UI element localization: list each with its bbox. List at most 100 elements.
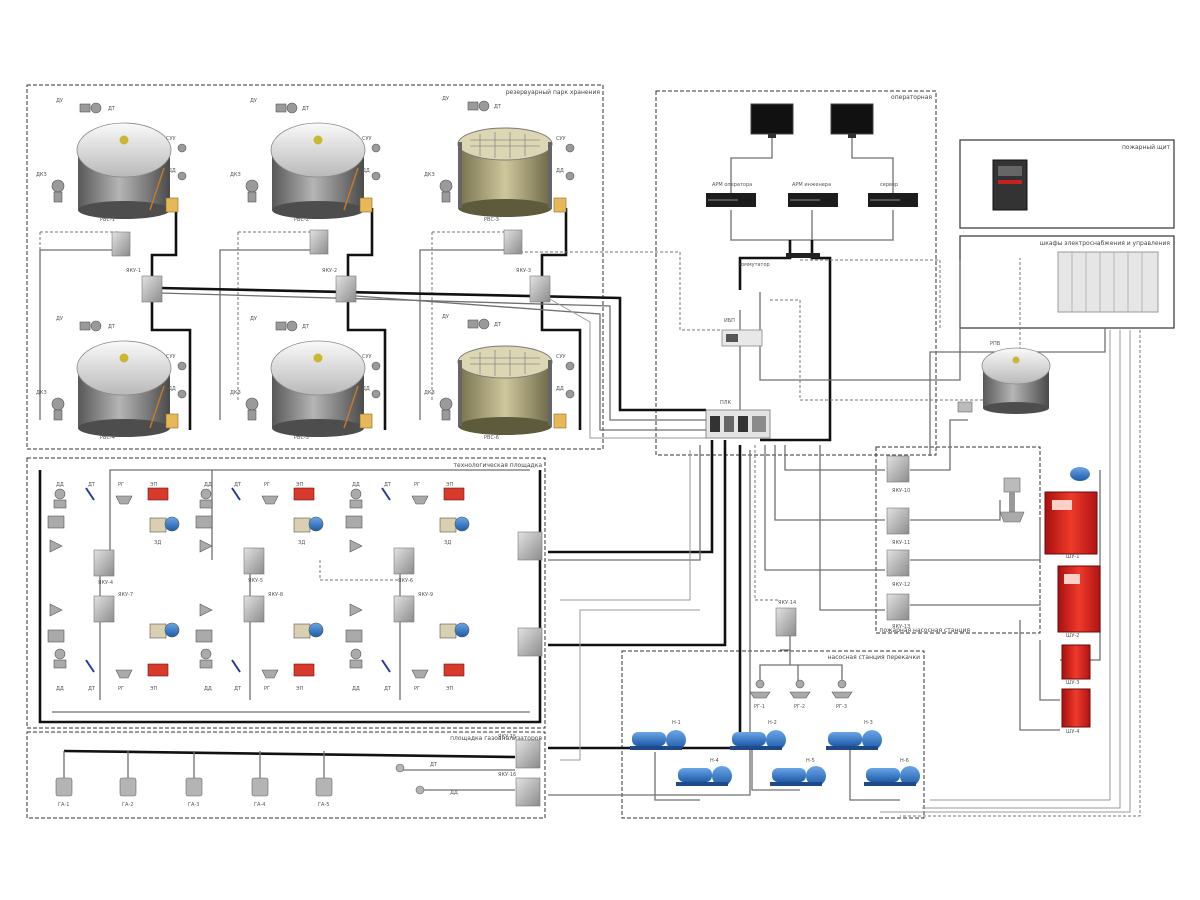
flow-meter-label: РГ-1 bbox=[754, 704, 765, 710]
pump-icon bbox=[630, 730, 686, 750]
junction-label: ЯКУ-11 bbox=[892, 540, 910, 546]
flow-meter-icon bbox=[199, 648, 213, 669]
switch-label: коммутатор bbox=[738, 262, 770, 268]
diagram-label: СУУ bbox=[556, 136, 566, 142]
diagram-label: ДТ bbox=[234, 686, 242, 692]
sensor-probe-icon bbox=[381, 659, 391, 673]
switch-icon bbox=[349, 603, 363, 617]
storage-tank-1 bbox=[76, 122, 172, 219]
tank-label: РВС-1 bbox=[100, 217, 115, 223]
flow-meter-label: РГ-2 bbox=[794, 704, 805, 710]
junction-label: ЯКУ-1 bbox=[126, 268, 141, 274]
tank-instruments bbox=[51, 100, 575, 421]
fire-pump-station-title: пожарная насосная станция bbox=[879, 627, 970, 634]
storage-tank-4 bbox=[76, 340, 172, 437]
cabling bbox=[38, 138, 1141, 817]
sensor-probe-icon bbox=[231, 659, 241, 673]
diagram-label: ДУ bbox=[250, 98, 257, 104]
temperature-sensor-icon bbox=[177, 143, 187, 181]
pump-label: Н-6 bbox=[900, 758, 909, 764]
junction-box-icon bbox=[243, 547, 265, 575]
pump-label: Н-4 bbox=[710, 758, 719, 764]
flow-meters bbox=[749, 679, 853, 699]
actuator-icon bbox=[149, 622, 180, 639]
pump-label: Н-3 bbox=[864, 720, 873, 726]
level-gauge-icon bbox=[467, 318, 490, 330]
junction-box-icon bbox=[393, 547, 415, 575]
sensor-probe-icon bbox=[85, 659, 95, 673]
junction-label: ЯКУ-16 bbox=[498, 772, 516, 778]
monitor-icon bbox=[750, 103, 794, 138]
diagram-label: ДКЗ bbox=[36, 172, 47, 178]
valve-icon bbox=[443, 487, 465, 501]
flow-meter-icon bbox=[53, 648, 67, 669]
terminal-box-icon bbox=[553, 413, 567, 429]
diagram-label: РГ bbox=[118, 686, 124, 692]
monitor-icon bbox=[830, 103, 874, 138]
junction-box-icon bbox=[503, 229, 523, 255]
diagram-label: ДД bbox=[556, 386, 564, 392]
pump-station-title: насосная станция перекачки bbox=[828, 654, 920, 661]
terminal-box-icon bbox=[165, 197, 179, 213]
process-instruments bbox=[47, 487, 470, 679]
gas-detector-label: ГА-1 bbox=[58, 802, 69, 808]
diagram-label: ЭП bbox=[296, 482, 303, 488]
pump-label: Н-2 bbox=[768, 720, 777, 726]
diagram-label: ДТ bbox=[384, 686, 392, 692]
level-switch-icon bbox=[957, 401, 973, 413]
ground-area-title: площадка газоанализаторов bbox=[450, 735, 542, 742]
junction-label: ЯКУ-7 bbox=[118, 592, 133, 598]
flow-element-icon bbox=[411, 495, 429, 505]
flow-meter-icon bbox=[199, 488, 213, 509]
switch-icon bbox=[199, 603, 213, 617]
pump-icon bbox=[730, 730, 786, 750]
diagram-label: ДТ bbox=[88, 686, 96, 692]
fire-control-cabinet-icon bbox=[1061, 644, 1091, 680]
flow-meter-icon bbox=[749, 679, 771, 699]
junction-box-icon bbox=[393, 595, 415, 623]
flow-meter-label: РГ-3 bbox=[836, 704, 847, 710]
fire-panel-label: ШУ-4 bbox=[1066, 729, 1079, 735]
junction-box-icon bbox=[243, 595, 265, 623]
diagram-label: ДТ bbox=[108, 324, 116, 330]
diagram-label: ЭП bbox=[446, 482, 453, 488]
level-gauge-icon bbox=[467, 100, 490, 112]
pump-icon bbox=[770, 766, 826, 786]
motor-icon bbox=[1070, 467, 1090, 481]
plc-controller-icon bbox=[705, 409, 771, 439]
junction-label: ЯКУ-3 bbox=[516, 268, 531, 274]
junction-label: ЯКУ-10 bbox=[892, 488, 910, 494]
actuator-icon bbox=[439, 622, 470, 639]
diagram-label: ДД bbox=[56, 686, 64, 692]
gas-detector-icon bbox=[315, 777, 333, 797]
valve-icon bbox=[443, 663, 465, 677]
tank-label: РВС-3 bbox=[484, 217, 499, 223]
tank-label: РВС-4 bbox=[100, 435, 115, 441]
diagram-label: ДД bbox=[352, 482, 360, 488]
pressure-sensor-icon bbox=[415, 785, 425, 795]
sensor-label: ДТ bbox=[430, 762, 438, 768]
storage-tank-2 bbox=[270, 122, 366, 219]
gas-detector-icon bbox=[55, 777, 73, 797]
terminal-box-icon bbox=[553, 197, 567, 213]
gas-detector-icon bbox=[185, 777, 203, 797]
diagram-label: ДТ bbox=[108, 106, 116, 112]
tank-sensor-labels: ДУ ДТ СУУ ДД ДКЗ ДУ ДТ СУУ ДД ДКЗ ДУ ДТ … bbox=[36, 96, 566, 396]
diagram-label: ДУ bbox=[56, 98, 63, 104]
sensor-label: ДД bbox=[450, 790, 458, 796]
diagram-label: ДТ bbox=[234, 482, 242, 488]
diagram-label: СУУ bbox=[556, 354, 566, 360]
pump-units bbox=[630, 730, 920, 786]
operator-room-title: операторная bbox=[891, 94, 932, 101]
diagram-label: РГ bbox=[118, 482, 124, 488]
pump-label: Н-5 bbox=[806, 758, 815, 764]
terminal-box-icon bbox=[359, 197, 373, 213]
flow-element-icon bbox=[261, 669, 279, 679]
junction-box-icon bbox=[309, 229, 329, 255]
diagram-label: ДД bbox=[168, 386, 176, 392]
server-icon bbox=[706, 193, 756, 207]
server-icon bbox=[788, 193, 838, 207]
pressure-gauge-icon bbox=[195, 629, 213, 643]
workstation-label: АРМ оператора bbox=[712, 182, 752, 188]
